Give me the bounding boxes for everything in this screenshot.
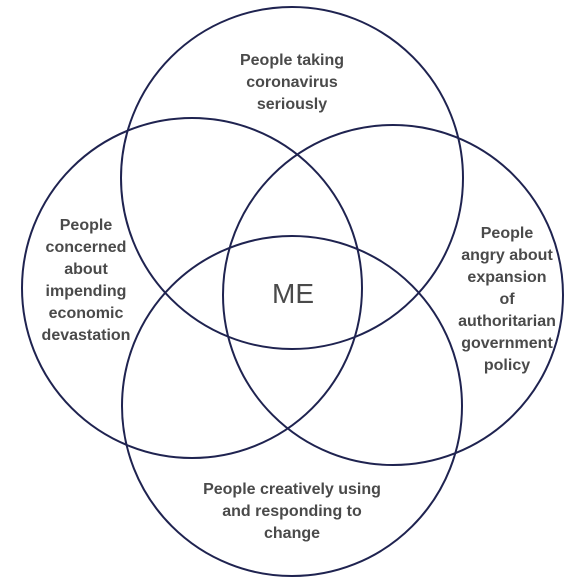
circle-bottom (121, 235, 463, 577)
center-label: ME (272, 278, 314, 309)
circle-top (120, 6, 464, 350)
circle-right (222, 124, 564, 466)
label-left-set: People concerned about impending economi… (41, 217, 131, 344)
circle-left (21, 117, 363, 459)
label-top-set: People taking coronavirus seriously (239, 52, 345, 113)
label-right-set: People angry about expansion of authorit… (458, 225, 556, 374)
label-bottom-set: People creatively using and responding t… (203, 481, 381, 542)
